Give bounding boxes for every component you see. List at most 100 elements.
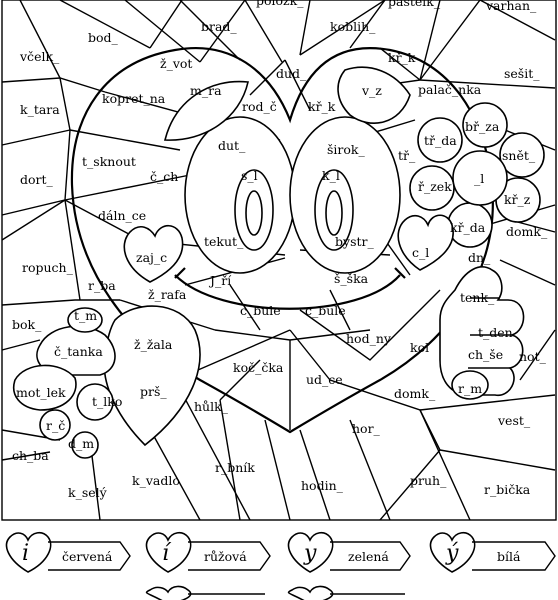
key-glyph: í: [162, 541, 172, 566]
word-region[interactable]: t_m: [74, 308, 97, 323]
word-region[interactable]: ř_zek: [418, 179, 452, 194]
word-region[interactable]: not_: [519, 349, 547, 364]
key-glyph: y: [303, 541, 317, 566]
word-region[interactable]: k_tara: [20, 102, 60, 117]
word-region[interactable]: d_m: [68, 436, 94, 451]
word-region[interactable]: t_sknout: [82, 154, 136, 169]
word-region[interactable]: v_z: [361, 83, 382, 98]
heart-icon: [287, 531, 334, 573]
color-key: i červená í růžová y zelená ý bílá: [5, 531, 556, 600]
word-region[interactable]: ud_ce: [306, 372, 343, 387]
word-region[interactable]: J_ří: [208, 273, 232, 288]
word-region[interactable]: sešit_: [504, 66, 540, 81]
word-region[interactable]: k_vadlo: [132, 473, 180, 488]
heart-icon: [145, 585, 192, 600]
word-region[interactable]: snět_: [502, 148, 536, 163]
key-item-3: y zelená: [287, 531, 411, 573]
small-heart-right: [397, 214, 454, 271]
word-region[interactable]: tř_: [398, 148, 416, 163]
key-item-5: [145, 585, 265, 600]
word-region[interactable]: domk_: [506, 224, 548, 239]
key-color-label: červená: [62, 549, 113, 564]
word-region[interactable]: c_l: [412, 245, 429, 260]
heart-icon: [429, 531, 476, 573]
word-region[interactable]: tenk_: [460, 290, 495, 305]
word-region[interactable]: kř_z: [504, 192, 531, 207]
word-region[interactable]: r_bička: [484, 482, 531, 497]
word-region[interactable]: mot_lek: [16, 385, 66, 400]
word-region[interactable]: tekut_: [204, 234, 244, 249]
word-region[interactable]: brad_: [201, 19, 237, 34]
word-region[interactable]: _l: [474, 171, 484, 186]
word-region[interactable]: bok_: [12, 317, 42, 332]
word-region[interactable]: kř_k: [388, 50, 416, 65]
word-region[interactable]: r_č: [46, 418, 65, 433]
word-region[interactable]: vest_: [497, 413, 531, 428]
heart-face: [70, 47, 494, 434]
word-region[interactable]: c_bule: [305, 303, 346, 318]
word-region[interactable]: rod_č: [242, 99, 277, 114]
word-labels: pólozk_ pastelk_ varhan_ bod_ brad_ kobl…: [12, 0, 548, 500]
key-color-label: bílá: [497, 549, 521, 564]
word-region[interactable]: kř_da: [450, 220, 486, 235]
ribbon-banner: [188, 541, 271, 571]
word-region[interactable]: c_bule: [240, 303, 281, 318]
word-region[interactable]: ž_rafa: [148, 287, 187, 302]
word-region[interactable]: t_lko: [92, 394, 122, 409]
word-region[interactable]: zaj_c: [136, 250, 167, 265]
word-region[interactable]: ropuch_: [22, 260, 74, 275]
word-region[interactable]: kř_k: [308, 99, 336, 114]
word-region[interactable]: s_l: [241, 168, 258, 183]
word-region[interactable]: bod_: [88, 30, 119, 45]
key-glyph: i: [22, 541, 29, 566]
heart-icon: [5, 531, 52, 573]
word-region[interactable]: palač_nka: [418, 82, 482, 97]
word-region[interactable]: č_ch: [150, 169, 178, 184]
word-region[interactable]: dut_: [218, 138, 246, 153]
word-region[interactable]: ž_vot: [160, 56, 192, 71]
word-region[interactable]: m_ra: [190, 83, 222, 98]
word-region[interactable]: č_tanka: [54, 344, 103, 359]
word-region[interactable]: dort_: [20, 172, 54, 187]
word-region[interactable]: hod_ny: [346, 331, 392, 346]
word-region[interactable]: pastelk_: [388, 0, 441, 9]
word-region[interactable]: prš_: [140, 384, 167, 399]
key-item-1: i červená: [5, 531, 131, 573]
thumb-hand: [439, 266, 525, 400]
key-glyph: ý: [445, 541, 459, 566]
word-region[interactable]: koblih_: [330, 19, 376, 34]
word-region[interactable]: r_ba: [88, 278, 116, 293]
word-region[interactable]: včelk_: [19, 49, 60, 64]
key-color-label: růžová: [204, 549, 247, 564]
ribbon-banner: [330, 541, 411, 571]
word-region[interactable]: hůlk_: [194, 399, 229, 414]
word-region[interactable]: pruh_: [410, 473, 447, 488]
word-region[interactable]: koč_čka: [233, 360, 284, 375]
ribbon-banner: [472, 541, 556, 571]
word-region[interactable]: r_m: [458, 381, 482, 396]
word-region[interactable]: ch_ba: [12, 448, 49, 463]
word-region[interactable]: varhan_: [485, 0, 537, 13]
word-region[interactable]: tř_da: [424, 133, 457, 148]
word-region[interactable]: k_selý: [68, 485, 108, 500]
word-region[interactable]: t_den: [478, 325, 513, 340]
word-region[interactable]: dn_: [468, 250, 491, 265]
word-region[interactable]: bř_za: [465, 119, 500, 134]
word-region[interactable]: dáln_ce: [98, 208, 146, 223]
small-heart-left: [123, 224, 184, 283]
word-region[interactable]: širok_: [327, 142, 365, 157]
word-region[interactable]: k_l: [322, 168, 340, 183]
word-region[interactable]: r_bník: [215, 460, 255, 475]
word-region[interactable]: pólozk_: [256, 0, 304, 8]
key-item-6: [287, 585, 405, 600]
word-region[interactable]: dud_: [276, 66, 307, 81]
word-region[interactable]: š_ška: [334, 271, 369, 286]
word-region[interactable]: domk_: [394, 386, 436, 401]
word-region[interactable]: kopret_na: [102, 91, 166, 106]
word-region[interactable]: ch_še: [468, 347, 503, 362]
word-region[interactable]: ž_žala: [134, 337, 173, 352]
word-region[interactable]: kol: [410, 340, 429, 355]
word-region[interactable]: hor_: [352, 421, 381, 436]
word-region[interactable]: hodin_: [301, 478, 344, 493]
word-region[interactable]: bystr_: [335, 234, 374, 249]
